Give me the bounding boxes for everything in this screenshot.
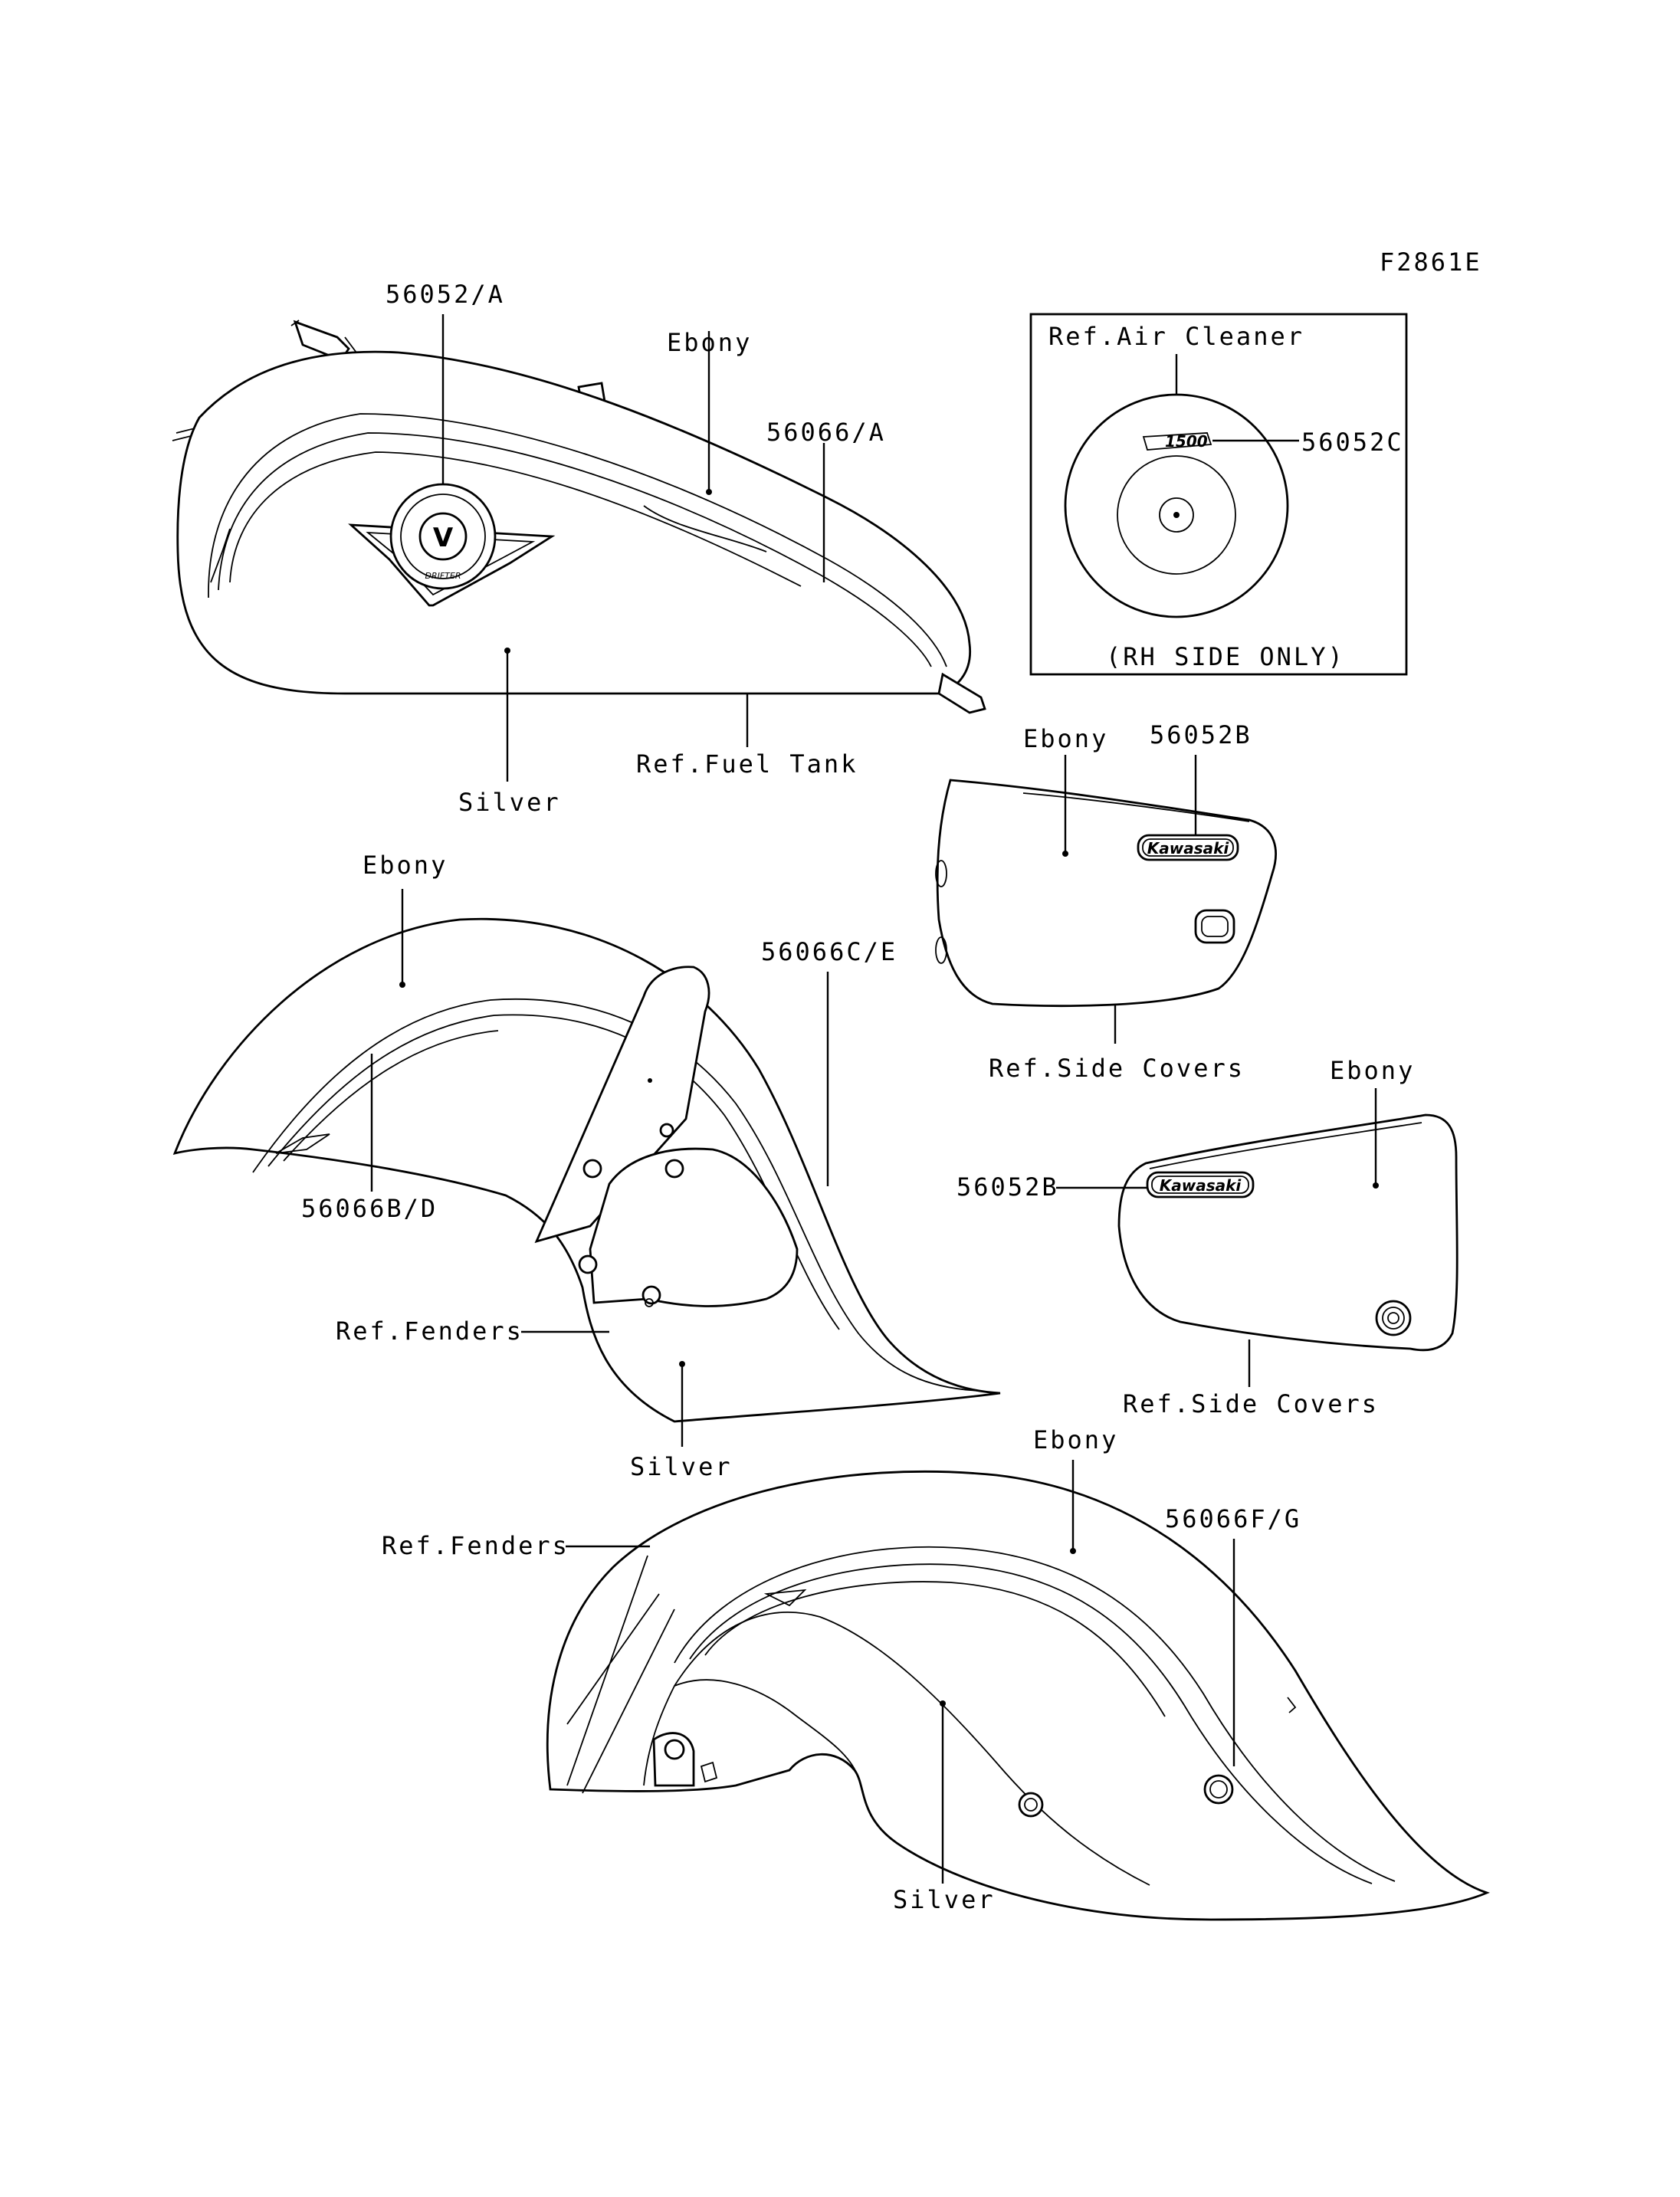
label-side1-part: 56052B xyxy=(1150,720,1252,749)
label-side2-part: 56052B xyxy=(956,1172,1059,1202)
side-cover-upper-logo: Kawasaki xyxy=(1147,839,1230,857)
label-tank-stripe: 56066/A xyxy=(766,418,886,447)
label-air-note: (RH SIDE ONLY) xyxy=(1106,642,1345,671)
tank-badge: V DRIFTER xyxy=(348,483,556,607)
side-cover-lower: Kawasaki xyxy=(1056,1088,1459,1387)
side-cover-upper: Kawasaki xyxy=(935,755,1277,1044)
label-side1-ref: Ref.Side Covers xyxy=(989,1054,1245,1083)
label-rf-silver: Silver xyxy=(893,1885,996,1914)
tank-badge-script: DRIFTER xyxy=(425,571,461,581)
label-ff-ebony: Ebony xyxy=(363,851,448,880)
label-rf-ebony: Ebony xyxy=(1033,1425,1118,1454)
figure-code: F2861E xyxy=(1380,248,1482,277)
front-fender xyxy=(172,889,1001,1447)
label-tank-silver: Silver xyxy=(458,788,561,817)
label-rf-stripe: 56066F/G xyxy=(1165,1504,1301,1533)
label-ff-stripe-left: 56066B/D xyxy=(301,1194,438,1223)
label-side2-ref: Ref.Side Covers xyxy=(1123,1389,1379,1418)
label-tank-part: 56052/A xyxy=(386,280,505,309)
rear-fender xyxy=(546,1460,1490,1921)
label-side1-ebony: Ebony xyxy=(1023,724,1108,753)
label-air-ref: Ref.Air Cleaner xyxy=(1048,322,1304,351)
air-cleaner-logo-text: 1500 xyxy=(1165,432,1208,451)
side-cover-lower-logo: Kawasaki xyxy=(1160,1176,1242,1195)
label-ff-stripe-right: 56066C/E xyxy=(761,937,897,966)
label-air-part: 56052C xyxy=(1301,428,1404,457)
label-side2-ebony: Ebony xyxy=(1330,1056,1415,1085)
fuel-tank-drawing: V DRIFTER xyxy=(172,314,986,782)
tank-badge-letter: V xyxy=(433,523,454,553)
label-ff-silver: Silver xyxy=(630,1452,733,1481)
label-tank-ref: Ref.Fuel Tank xyxy=(636,749,858,779)
label-ff-ref: Ref.Fenders xyxy=(336,1317,523,1346)
air-cleaner-logo: 1500 xyxy=(1142,432,1212,451)
air-cleaner-inset: 1500 xyxy=(1029,313,1408,676)
label-rf-ref: Ref.Fenders xyxy=(382,1531,569,1560)
label-tank-ebony: Ebony xyxy=(667,328,752,357)
